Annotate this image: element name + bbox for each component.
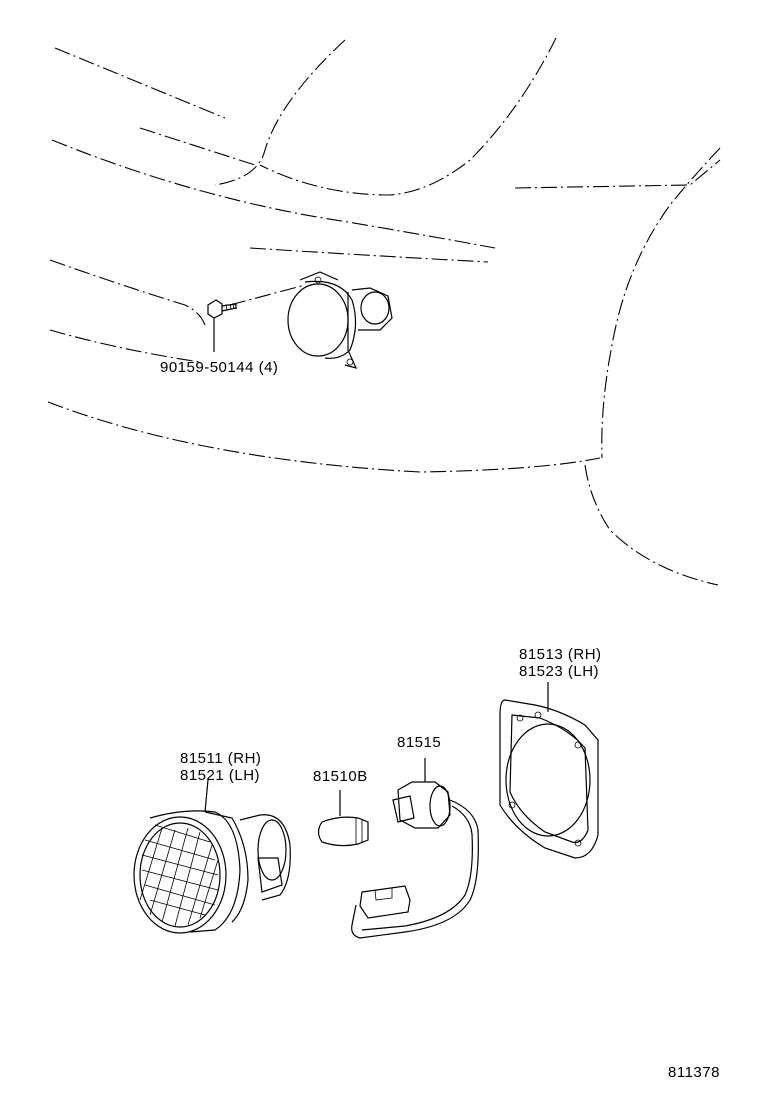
housing-lh-callout: 81521 (LH) — [180, 767, 260, 784]
bumper-outline — [47, 37, 721, 586]
bulb-part — [317, 790, 369, 847]
fog-lamp-housing — [133, 779, 291, 934]
bracket-rh-callout: 81513 (RH) — [519, 646, 602, 663]
installed-lamp — [229, 271, 393, 369]
illustration-number: 811378 — [668, 1064, 720, 1081]
socket-part — [351, 758, 479, 939]
socket-callout: 81515 — [397, 734, 441, 751]
bulb-callout: 81510B — [313, 768, 368, 785]
bracket-part — [499, 682, 599, 859]
housing-rh-callout: 81511 (RH) — [180, 750, 261, 767]
screw-part — [207, 299, 237, 352]
bracket-lh-callout: 81523 (LH) — [519, 663, 599, 680]
screw-callout: 90159-50144 (4) — [160, 359, 278, 376]
